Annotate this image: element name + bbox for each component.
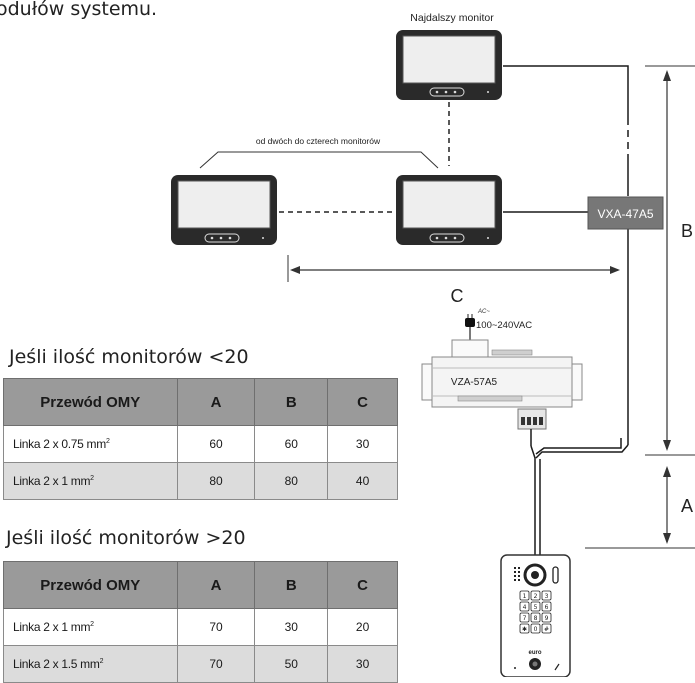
table1-header-c: C	[327, 378, 398, 426]
keypad-key-label: 5	[534, 604, 538, 611]
keypad-key-label: 8	[534, 615, 538, 622]
cable-table-1: Przewód OMY A B C Linka 2 x 0.75 mm2 60 …	[3, 378, 398, 500]
table2-title: Jeśli ilość monitorów >20	[6, 527, 246, 549]
dimension-b-label: B	[681, 221, 693, 241]
value-a: 70	[176, 608, 256, 646]
power-supply-vza: VZA-57A5	[421, 339, 583, 430]
speaker-grill-icon	[514, 567, 520, 581]
table-row: Linka 2 x 1 mm2 70 30 20	[3, 608, 398, 646]
value-b: 30	[254, 608, 329, 646]
value-b: 80	[254, 462, 329, 500]
keypad-key	[530, 590, 541, 601]
table1-header-b: B	[254, 378, 329, 426]
monitor-right	[396, 175, 502, 245]
door-station-wire	[530, 445, 536, 555]
keypad-key-label: 1	[523, 593, 527, 600]
keypad-key-label: 2	[534, 593, 538, 600]
cable-name: Linka 2 x 0.75 mm2	[3, 425, 178, 463]
keypad-key	[530, 612, 541, 623]
keypad-key-label: 6	[545, 604, 549, 611]
value-a: 60	[176, 425, 256, 463]
module-vxa: VXA-47A5	[587, 196, 664, 230]
power-plug-icon	[465, 314, 475, 342]
dimension-a-label: A	[681, 496, 693, 516]
value-c: 30	[327, 425, 398, 463]
keypad-key	[530, 601, 541, 612]
voltage-label: 100~240VAC	[476, 320, 532, 331]
keypad-key	[519, 612, 530, 623]
table-row: Linka 2 x 0.75 mm2 60 60 30	[3, 425, 398, 463]
keypad-key	[541, 612, 552, 623]
monitor-farthest	[396, 30, 502, 100]
door-station-brand: euro	[528, 650, 541, 656]
keypad-key-label: ✱	[522, 626, 527, 633]
cable-name: Linka 2 x 1 mm2	[3, 608, 178, 646]
keypad-key-label: 7	[523, 615, 527, 622]
keypad-key-label: #	[544, 626, 549, 633]
keypad-key	[530, 623, 541, 634]
dimension-a: A	[585, 466, 695, 549]
range-bracket	[199, 151, 439, 169]
table-row: Linka 2 x 1 mm2 80 80 40	[3, 462, 398, 500]
keypad-key	[541, 590, 552, 601]
keypad-key-label: 3	[545, 593, 549, 600]
keypad-key	[541, 601, 552, 612]
dimension-b: B	[645, 65, 695, 456]
monitor-left	[171, 175, 277, 245]
cable-table-2: Przewód OMY A B C Linka 2 x 1 mm2 70 30 …	[3, 561, 398, 683]
module-vxa-label: VXA-47A5	[597, 207, 653, 221]
keypad-key	[519, 601, 530, 612]
keypad-key	[519, 623, 530, 634]
keypad-key-label: 0	[534, 626, 538, 633]
dimension-c: C	[287, 255, 620, 306]
value-b: 60	[254, 425, 329, 463]
ac-label: AC~	[477, 309, 490, 315]
table2-header-b: B	[254, 561, 329, 609]
keypad-key	[541, 623, 552, 634]
value-c: 20	[327, 608, 398, 646]
table2-header-cable: Przewód OMY	[3, 561, 178, 609]
value-a: 80	[176, 462, 256, 500]
keypad-key-label: 4	[523, 604, 527, 611]
table1-header-cable: Przewód OMY	[3, 378, 178, 426]
keypad-key-label: 9	[545, 615, 549, 622]
keypad-key	[519, 590, 530, 601]
monitor-range-label: od dwóch do czterech monitorów	[256, 136, 381, 146]
dimension-c-label: C	[451, 286, 464, 306]
header-fragment: odułów systemu.	[0, 0, 157, 20]
bus-wire	[503, 65, 629, 459]
table1-header-a: A	[176, 378, 256, 426]
table1-title: Jeśli ilość monitorów <20	[9, 346, 249, 368]
value-c: 40	[327, 462, 398, 500]
table2-header-a: A	[176, 561, 256, 609]
farthest-monitor-label: Najdalszy monitor	[410, 12, 494, 24]
module-vza-label: VZA-57A5	[451, 377, 498, 388]
cable-name: Linka 2 x 1 mm2	[3, 462, 178, 500]
table2-header-c: C	[327, 561, 398, 609]
